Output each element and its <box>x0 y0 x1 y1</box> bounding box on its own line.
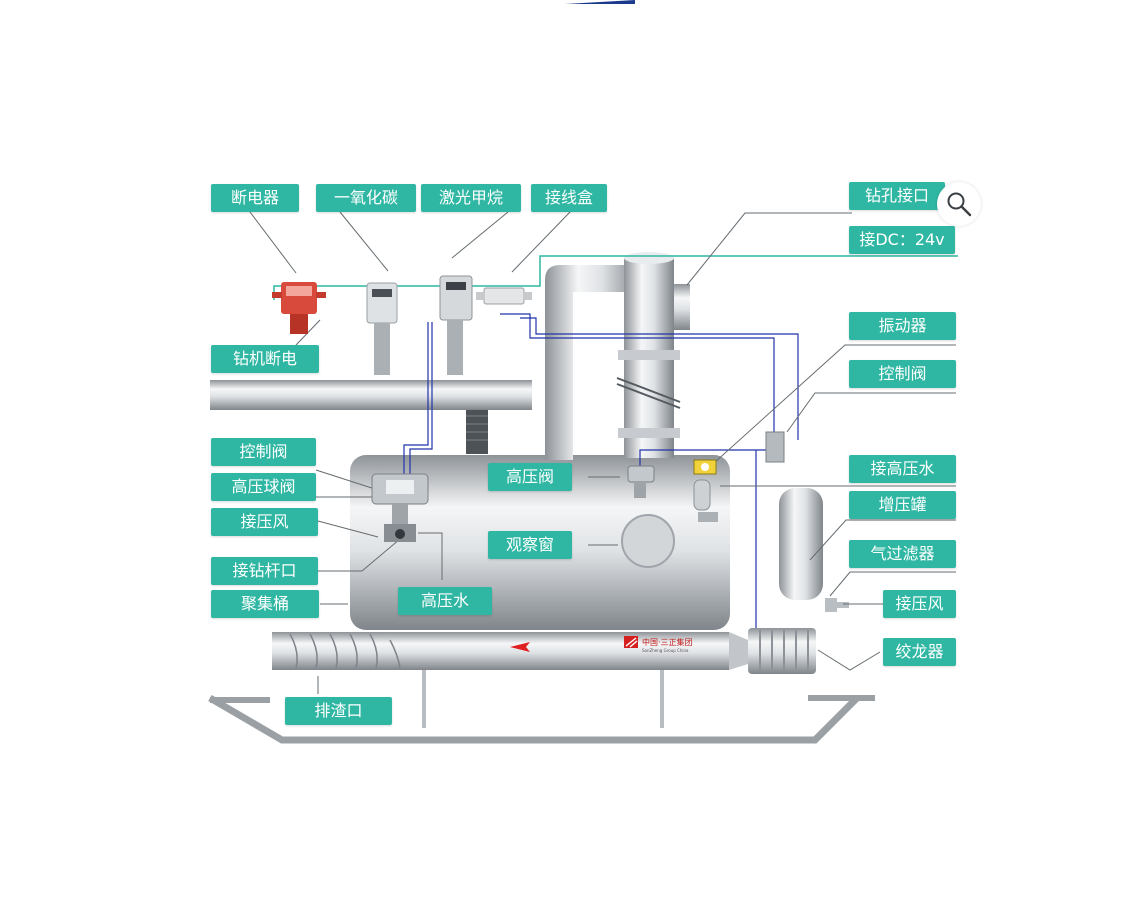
label-observation-window: 观察窗 <box>488 531 572 559</box>
methane-sensor-device <box>439 275 473 375</box>
pressure-valve-device <box>693 479 718 522</box>
signal-wiring-blue <box>403 313 799 628</box>
label-junction-box: 接线盒 <box>531 184 607 212</box>
label-breaker: 断电器 <box>211 184 299 212</box>
logo: 中国·三正集团 SanZheng Group China <box>624 636 693 653</box>
zoom-button[interactable] <box>937 182 981 226</box>
breaker-device <box>272 282 326 334</box>
label-gas-filter: 气过滤器 <box>849 540 956 568</box>
vibrator-device <box>693 459 717 475</box>
support-frame <box>208 668 875 744</box>
label-drill-rod-port: 接钻杆口 <box>211 557 318 585</box>
label-laser-methane: 激光甲烷 <box>421 184 521 212</box>
flow-arrow-red <box>510 642 530 652</box>
hp-valve-device <box>627 465 655 498</box>
label-auger: 绞龙器 <box>883 638 956 666</box>
label-drill-rig-cutoff: 钻机断电 <box>211 345 319 373</box>
observation-window-circle <box>621 514 675 568</box>
label-vibrator: 振动器 <box>849 312 956 340</box>
logo-subtext: SanZheng Group China <box>642 648 689 653</box>
label-co: 一氧化碳 <box>316 184 416 212</box>
top-accent-stroke <box>565 0 635 4</box>
control-valve-right-device <box>765 431 785 463</box>
label-control-valve-left: 控制阀 <box>211 438 316 466</box>
label-collector-drum: 聚集桶 <box>211 590 319 618</box>
label-hp-water-in: 接高压水 <box>849 455 956 483</box>
auger-pipe <box>272 632 729 670</box>
label-air-in-right: 接压风 <box>883 590 956 618</box>
label-hp-valve: 高压阀 <box>488 463 572 491</box>
label-control-valve-right: 控制阀 <box>849 360 956 388</box>
label-booster-tank: 增压罐 <box>849 491 956 519</box>
booster-tank-vessel <box>779 488 823 600</box>
auger-motor <box>748 628 816 674</box>
elbow-pipe <box>545 265 640 460</box>
label-dc-supply: 接DC：24v <box>849 226 955 254</box>
auger-spiral <box>289 633 401 669</box>
label-hp-ball-valve: 高压球阀 <box>211 473 316 501</box>
magnifier-icon <box>947 192 972 217</box>
drill-pipe <box>210 380 532 410</box>
logo-text: 中国·三正集团 <box>642 637 693 647</box>
junction-box-device <box>476 287 532 305</box>
label-slag-outlet: 排渣口 <box>285 697 392 725</box>
label-drill-hole-port: 钻孔接口 <box>849 182 945 210</box>
co-sensor-device <box>366 282 398 375</box>
callout-lines <box>249 211 956 694</box>
control-valve-actuator <box>371 473 429 542</box>
label-air-in-left: 接压风 <box>211 508 318 536</box>
label-hp-water: 高压水 <box>398 587 492 615</box>
